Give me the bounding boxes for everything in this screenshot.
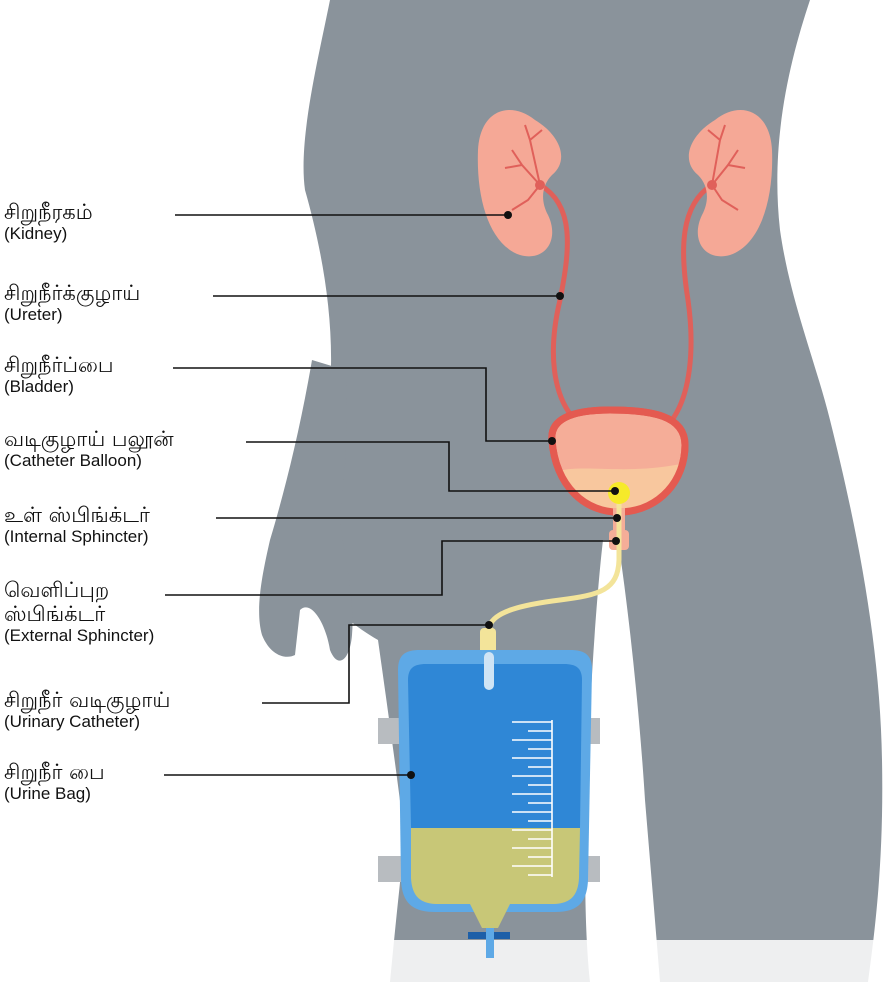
label-balloon-english: (Catheter Balloon) xyxy=(4,451,174,471)
dot-ureter xyxy=(556,292,564,300)
label-balloon: வடிகுழாய் பலூன் (Catheter Balloon) xyxy=(4,427,174,471)
label-ureter: சிறுநீர்க்குழாய் (Ureter) xyxy=(4,281,140,325)
bag-liquid-blue xyxy=(408,664,582,828)
label-ureter-english: (Ureter) xyxy=(4,305,140,325)
label-external-sphincter-tamil-1: வெளிப்புற xyxy=(4,578,154,602)
label-urine-bag-tamil: சிறுநீர் பை xyxy=(4,760,105,784)
label-urine-bag-english: (Urine Bag) xyxy=(4,784,105,804)
right-hilum xyxy=(707,180,717,190)
dot-external xyxy=(612,537,620,545)
bag-urine xyxy=(411,828,580,904)
label-bladder-english: (Bladder) xyxy=(4,377,114,397)
catheter-balloon xyxy=(608,482,630,504)
label-catheter: சிறுநீர் வடிகுழாய் (Urinary Catheter) xyxy=(4,688,170,732)
dot-kidney xyxy=(504,211,512,219)
dot-catheter xyxy=(485,621,493,629)
dot-balloon xyxy=(611,487,619,495)
label-ureter-tamil: சிறுநீர்க்குழாய் xyxy=(4,281,140,305)
bag-inlet-window xyxy=(484,652,494,690)
label-bladder: சிறுநீர்ப்பை (Bladder) xyxy=(4,353,114,397)
label-kidney: சிறுநீரகம் (Kidney) xyxy=(4,200,93,244)
label-bladder-tamil: சிறுநீர்ப்பை xyxy=(4,353,114,377)
label-external-sphincter-tamil-2: ஸ்பிங்க்டர் xyxy=(4,602,154,626)
label-internal-sphincter-tamil: உள் ஸ்பிங்க்டர் xyxy=(4,503,150,527)
dot-bag xyxy=(407,771,415,779)
label-internal-sphincter: உள் ஸ்பிங்க்டர் (Internal Sphincter) xyxy=(4,503,150,547)
label-balloon-tamil: வடிகுழாய் பலூன் xyxy=(4,427,174,451)
dot-bladder xyxy=(548,437,556,445)
label-external-sphincter: வெளிப்புற ஸ்பிங்க்டர் (External Sphincte… xyxy=(4,578,154,646)
dot-internal xyxy=(613,514,621,522)
label-kidney-tamil: சிறுநீரகம் xyxy=(4,200,93,224)
label-catheter-tamil: சிறுநீர் வடிகுழாய் xyxy=(4,688,170,712)
label-external-sphincter-english: (External Sphincter) xyxy=(4,626,154,646)
label-catheter-english: (Urinary Catheter) xyxy=(4,712,170,732)
left-hilum xyxy=(535,180,545,190)
bottom-fade xyxy=(0,940,890,982)
arm xyxy=(259,360,352,661)
label-urine-bag: சிறுநீர் பை (Urine Bag) xyxy=(4,760,105,804)
drain-spout xyxy=(486,928,494,958)
label-kidney-english: (Kidney) xyxy=(4,224,93,244)
label-internal-sphincter-english: (Internal Sphincter) xyxy=(4,527,150,547)
